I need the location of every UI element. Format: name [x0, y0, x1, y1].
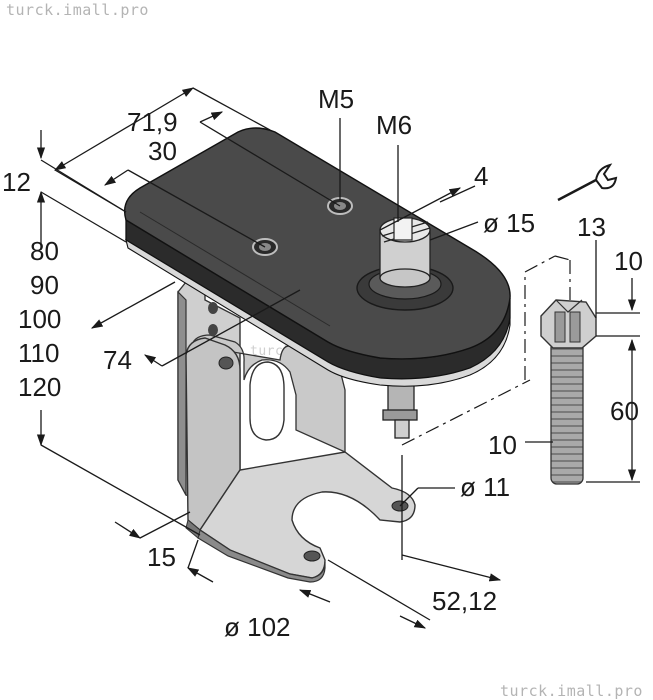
- label-120: 120: [18, 372, 61, 402]
- label-90: 90: [30, 270, 59, 300]
- label-100: 100: [18, 304, 61, 334]
- label-110: 110: [18, 338, 59, 368]
- label-15: 15: [147, 542, 176, 572]
- label-10-screw: 10: [488, 430, 517, 460]
- sensor-housing: [123, 127, 511, 387]
- label-30: 30: [148, 136, 177, 166]
- label-4: 4: [474, 161, 488, 191]
- label-74: 74: [103, 345, 132, 375]
- label-m6: M6: [376, 110, 412, 140]
- wrench-icon: [557, 163, 618, 202]
- label-dia-102: ø 102: [224, 612, 291, 642]
- label-dia-15: ø 15: [483, 208, 535, 238]
- label-52-12: 52,12: [432, 586, 497, 616]
- shaft: [382, 384, 418, 439]
- label-13: 13: [577, 212, 606, 242]
- dimension-lines: [36, 87, 640, 629]
- label-dia-11: ø 11: [460, 472, 510, 502]
- label-71-9: 71,9: [127, 107, 178, 137]
- label-60: 60: [610, 396, 639, 426]
- watermark-bottom-right: turck.imall.pro: [500, 682, 643, 700]
- label-m5: M5: [318, 84, 354, 114]
- mounting-bracket: [177, 281, 416, 583]
- dimension-labels: M5 M6 71,9 30 12 4 ø 15 13 10 80 90 100 …: [2, 84, 643, 642]
- set-screw: [540, 299, 597, 485]
- label-80: 80: [30, 236, 59, 266]
- label-12: 12: [2, 167, 31, 197]
- watermark-top-left: turck.imall.pro: [6, 1, 149, 19]
- label-10-top: 10: [614, 246, 643, 276]
